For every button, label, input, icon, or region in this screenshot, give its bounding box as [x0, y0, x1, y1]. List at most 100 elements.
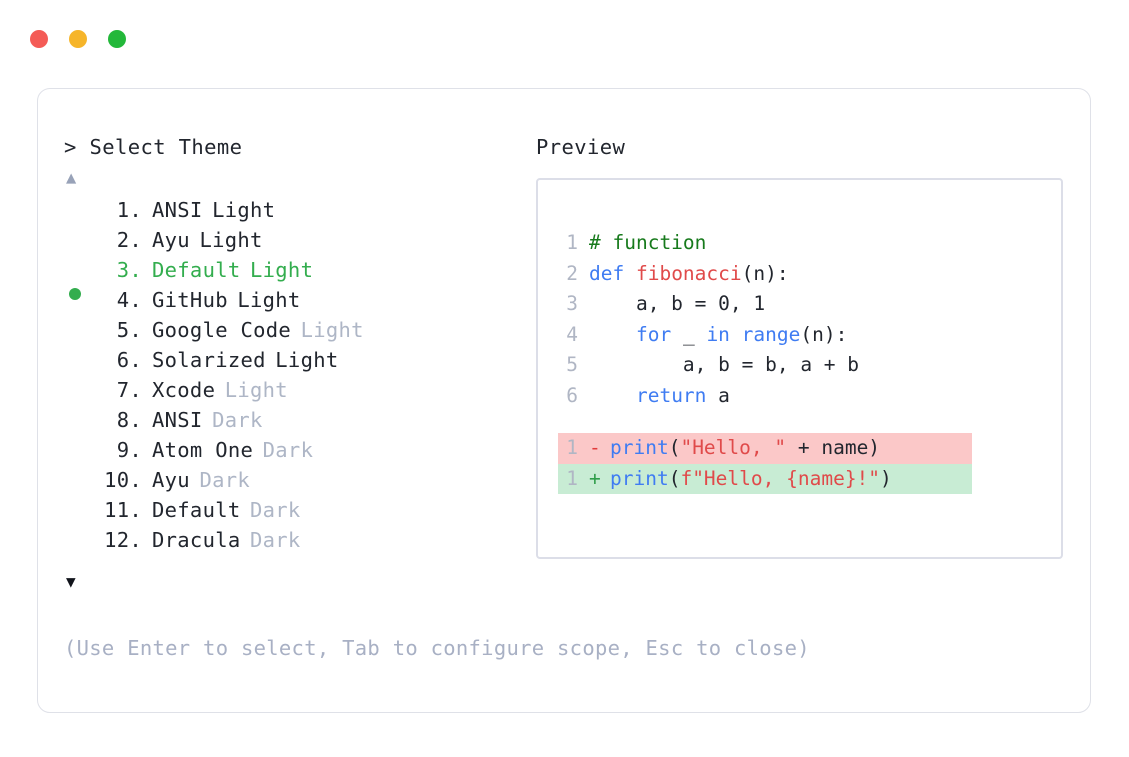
code-line-text: a, b = 0, 1 — [589, 289, 765, 320]
theme-item-name: Atom One — [152, 438, 254, 462]
code-token — [589, 323, 636, 346]
line-number: 1 — [566, 466, 578, 490]
preview-title: Preview — [536, 135, 626, 159]
line-number: 3 — [566, 292, 578, 315]
theme-item-name: Ayu — [152, 468, 190, 492]
theme-item-number: 2. — [116, 228, 142, 252]
maximize-button[interactable] — [108, 30, 126, 48]
code-token: (n): — [741, 261, 789, 285]
theme-item-name: Solarized — [152, 348, 266, 372]
keyboard-hint: (Use Enter to select, Tab to configure s… — [64, 636, 810, 660]
theme-list-item[interactable]: 6. Solarized Light — [64, 345, 534, 375]
line-number: 2 — [566, 261, 578, 285]
code-token: for — [635, 322, 672, 346]
theme-list-item[interactable]: 9. Atom One Dark — [64, 435, 534, 465]
theme-item-name: GitHub — [152, 288, 228, 312]
code-token: def — [589, 261, 636, 285]
code-line: 5 a, b = b, a + b — [558, 350, 1061, 381]
theme-item-name: ANSI — [152, 198, 203, 222]
code-token — [589, 384, 636, 407]
theme-item-variant: Light — [199, 228, 263, 252]
theme-item-number: 6. — [116, 348, 142, 372]
theme-item-name: Default — [152, 258, 241, 282]
code-line: 3 a, b = 0, 1 — [558, 289, 1061, 320]
theme-item-number: 8. — [116, 408, 142, 432]
theme-item-variant: Light — [275, 348, 339, 372]
code-token: a, b = b, a + b — [589, 353, 860, 376]
theme-item-variant: Light — [237, 288, 301, 312]
code-token: + name) — [786, 436, 881, 459]
code-token: _ — [671, 322, 707, 346]
theme-item-variant: Dark — [250, 498, 301, 522]
diff-highlight — [558, 433, 972, 464]
code-line-text: for _ in range(n): — [589, 320, 847, 351]
theme-item-variant: Dark — [199, 468, 251, 492]
theme-item-variant: Dark — [212, 408, 263, 432]
code-line-text: # function — [589, 228, 706, 259]
code-token: ( — [668, 466, 681, 490]
line-number: 6 — [566, 383, 578, 407]
diff-sign-icon: - — [589, 436, 601, 459]
selected-dot-icon — [69, 288, 81, 300]
line-number: 1 — [566, 231, 578, 254]
theme-item-variant: Dark — [250, 528, 301, 552]
theme-item-number: 9. — [116, 438, 142, 462]
theme-item-number: 1. — [116, 198, 142, 222]
line-number: 1 — [566, 436, 578, 459]
diff-line-minus: 1-print("Hello, " + name) — [558, 433, 1061, 464]
theme-item-name: Ayu — [152, 228, 190, 252]
code-token: "Hello, " — [680, 436, 787, 459]
theme-list-item[interactable]: 4. GitHub Light — [64, 285, 534, 315]
code-token: 1 — [753, 292, 766, 315]
code-line-text: def fibonacci(n): — [589, 259, 789, 290]
theme-item-number: 12. — [104, 528, 142, 552]
code-token: a — [706, 383, 730, 407]
theme-item-name: Dracula — [152, 528, 241, 552]
diff-highlight — [558, 463, 972, 494]
minimize-button[interactable] — [69, 30, 87, 48]
theme-item-name: Xcode — [152, 378, 216, 402]
code-line-text: print(f"Hello, {name}!") — [610, 464, 892, 495]
code-line: 6 return a — [558, 381, 1061, 412]
theme-list-item[interactable]: 2. Ayu Light — [64, 225, 534, 255]
code-token: print — [610, 436, 669, 459]
code-line-text: return a — [589, 381, 730, 412]
code-token: print — [610, 466, 669, 490]
code-token: fibonacci — [635, 261, 742, 285]
code-token: # function — [589, 231, 707, 254]
theme-item-number: 7. — [116, 378, 142, 402]
code-line: 2 def fibonacci(n): — [558, 259, 1061, 290]
scroll-up-icon[interactable]: ▲ — [66, 168, 77, 188]
code-token: , — [729, 292, 754, 315]
code-token: ( — [668, 436, 681, 459]
code-token: a, b = — [589, 292, 719, 315]
code-token: range — [741, 322, 801, 346]
code-line: 4 for _ in range(n): — [558, 320, 1061, 351]
window-controls — [30, 30, 126, 48]
theme-item-number: 4. — [116, 288, 142, 312]
code-token: (n): — [800, 322, 848, 346]
diff-sign-icon: + — [589, 466, 601, 490]
line-number: 5 — [566, 353, 578, 376]
theme-item-variant: Light — [300, 318, 364, 342]
scroll-down-icon[interactable]: ▼ — [66, 572, 76, 591]
theme-item-variant: Dark — [262, 438, 314, 462]
close-button[interactable] — [30, 30, 48, 48]
theme-list-item[interactable]: 12. Dracula Dark — [64, 525, 534, 555]
code-token: ) — [880, 466, 892, 490]
theme-item-variant: Light — [224, 378, 288, 402]
code-token: return — [635, 383, 707, 407]
theme-list-item[interactable]: 7. Xcode Light — [64, 375, 534, 405]
code-token: f"Hello, {name}!" — [680, 466, 881, 490]
